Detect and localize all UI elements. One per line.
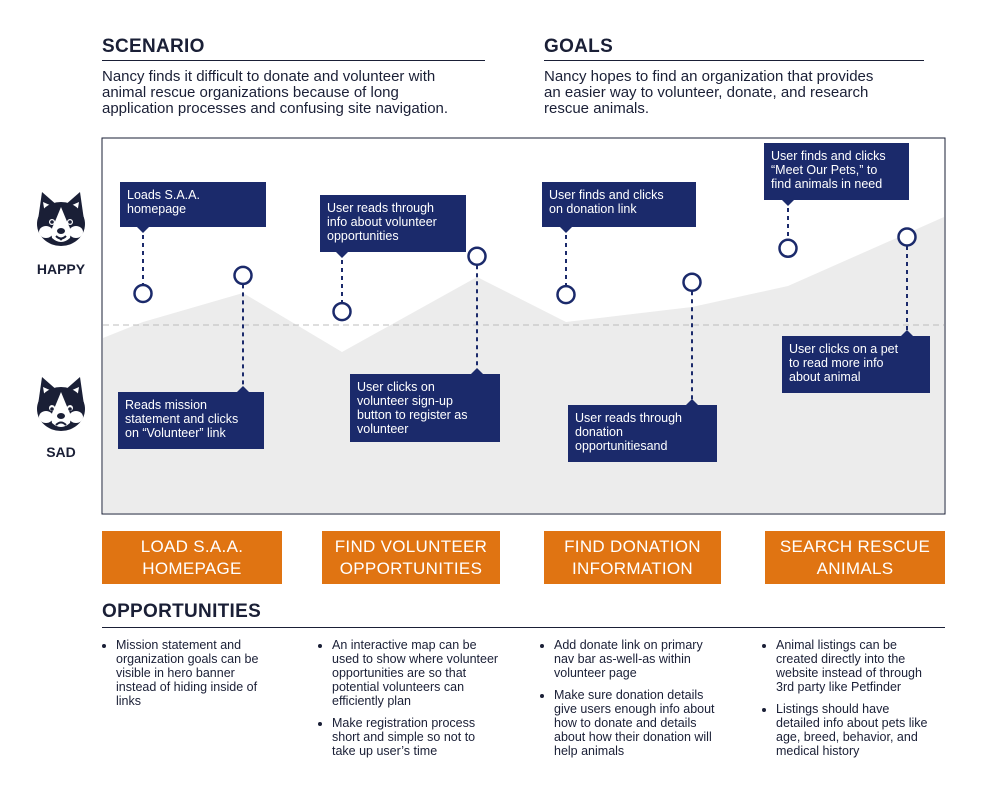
callout-line: button to register as — [357, 408, 468, 422]
callout-pointer — [237, 386, 249, 392]
callout-line: donation — [575, 425, 623, 439]
goals-rule — [544, 60, 924, 61]
journey-marker — [332, 301, 352, 322]
sad-dog-icon — [37, 377, 85, 431]
journey-marker — [133, 283, 153, 304]
opportunity-item: Animal listings can be created directly … — [776, 638, 936, 694]
journey-step-reads-volunteer-info: User reads through info about volunteer … — [320, 195, 466, 252]
callout-line: to read more info — [789, 356, 884, 370]
callout-line: User finds and clicks — [771, 149, 886, 163]
callout-line: on donation link — [549, 202, 637, 216]
journey-marker — [467, 246, 487, 266]
stage-line: OPPORTUNITIES — [339, 558, 483, 578]
scenario-line: animal rescue organizations because of l… — [102, 84, 399, 101]
opportunities-column-3: Add donate link on primary nav bar as-we… — [542, 638, 724, 766]
goals-line: rescue animals. — [544, 100, 650, 117]
callout-line: find animals in need — [771, 177, 883, 191]
journey-step-donation-link: User finds and clicks on donation link — [542, 182, 696, 227]
journey-step-reads-mission: Reads mission statement and clicks on “V… — [118, 392, 264, 449]
callout-pointer — [336, 252, 348, 258]
callout-line: User clicks on a pet — [789, 342, 899, 356]
callout-line: “Meet Our Pets,” to — [771, 163, 878, 177]
stage-load-homepage: LOAD S.A.A.HOMEPAGE — [102, 531, 282, 584]
journey-step-donation-opportunities: User reads through donation opportunitie… — [568, 405, 717, 462]
mood-area — [103, 217, 944, 513]
callout-line: statement and clicks — [125, 412, 239, 426]
opportunities-rule — [102, 627, 945, 628]
scenario-line: application processes and confusing site… — [102, 100, 449, 117]
stage-line: HOMEPAGE — [142, 558, 242, 578]
happy-label: HAPPY — [36, 261, 86, 277]
opportunity-item: Add donate link on primary nav bar as-we… — [554, 638, 724, 680]
journey-marker — [897, 227, 917, 247]
callout-line: about animal — [789, 370, 861, 384]
scenario-title: SCENARIO — [102, 36, 205, 57]
opportunity-item: Mission statement and organization goals… — [116, 638, 276, 708]
journey-step-meet-our-pets: User finds and clicks “Meet Our Pets,” t… — [764, 143, 909, 200]
journey-marker — [233, 265, 253, 286]
opportunities-column-1: Mission statement and organization goals… — [104, 638, 276, 716]
stage-line: LOAD S.A.A. — [140, 536, 244, 556]
callout-line: Reads mission — [125, 398, 207, 412]
happy-dog-icon — [37, 192, 85, 246]
stage-line: ANIMALS — [816, 558, 894, 578]
callout-pointer — [560, 227, 572, 233]
callout-line: opportunitiesand — [575, 439, 668, 453]
callout-pointer — [471, 368, 483, 374]
goals-text: Nancy hopes to find an organization that… — [544, 69, 873, 117]
stage-line: FIND VOLUNTEER — [334, 536, 488, 556]
goals-line: an easier way to volunteer, donate, and … — [544, 84, 869, 101]
scenario-rule — [102, 60, 485, 61]
journey-step-volunteer-signup: User clicks on volunteer sign-up button … — [350, 374, 500, 442]
connector-lines — [137, 200, 913, 405]
scenario-text: Nancy finds it difficult to donate and v… — [102, 69, 448, 117]
callout-pointer — [782, 200, 794, 206]
callout-line: User reads through — [327, 201, 435, 215]
callout-line: User reads through — [575, 411, 683, 425]
journey-step-loads-homepage: Loads S.A.A. homepage — [120, 182, 266, 227]
opportunity-item: An interactive map can be used to show w… — [332, 638, 500, 708]
opportunities-column-4: Animal listings can be created directly … — [764, 638, 936, 766]
stage-line: FIND DONATION — [564, 536, 701, 556]
goals-line: Nancy hopes to find an organization that… — [544, 68, 874, 85]
journey-marker — [556, 284, 576, 305]
callout-line: on “Volunteer” link — [125, 426, 226, 440]
opportunities-column-2: An interactive map can be used to show w… — [320, 638, 500, 766]
callout-pointer — [686, 399, 698, 405]
opportunity-item: Make registration process short and simp… — [332, 716, 500, 758]
callout-line: opportunities — [327, 229, 399, 243]
opportunity-item: Listings should have detailed info about… — [776, 702, 936, 758]
callout-line: volunteer — [357, 422, 409, 436]
callout-line: volunteer sign-up — [357, 394, 453, 408]
journey-markers — [133, 227, 917, 322]
callout-pointer — [137, 227, 149, 233]
journey-marker — [682, 272, 702, 292]
callout-line: User clicks on — [357, 380, 435, 394]
opportunities-title: OPPORTUNITIES — [102, 601, 262, 622]
sad-label: SAD — [46, 444, 76, 460]
callout-line: Loads S.A.A. — [127, 188, 200, 202]
callout-line: info about volunteer — [327, 215, 437, 229]
goals-title: GOALS — [544, 36, 614, 57]
journey-step-pet-details: User clicks on a pet to read more info a… — [782, 336, 930, 393]
callout-pointer — [901, 330, 913, 336]
stage-line: INFORMATION — [571, 558, 694, 578]
callout-line: User finds and clicks — [549, 188, 664, 202]
scenario-line: Nancy finds it difficult to donate and v… — [102, 68, 436, 85]
stage-line: SEARCH RESCUE — [779, 536, 931, 556]
opportunity-item: Make sure donation details give users en… — [554, 688, 724, 758]
callout-line: homepage — [127, 202, 187, 216]
journey-marker — [778, 238, 798, 259]
